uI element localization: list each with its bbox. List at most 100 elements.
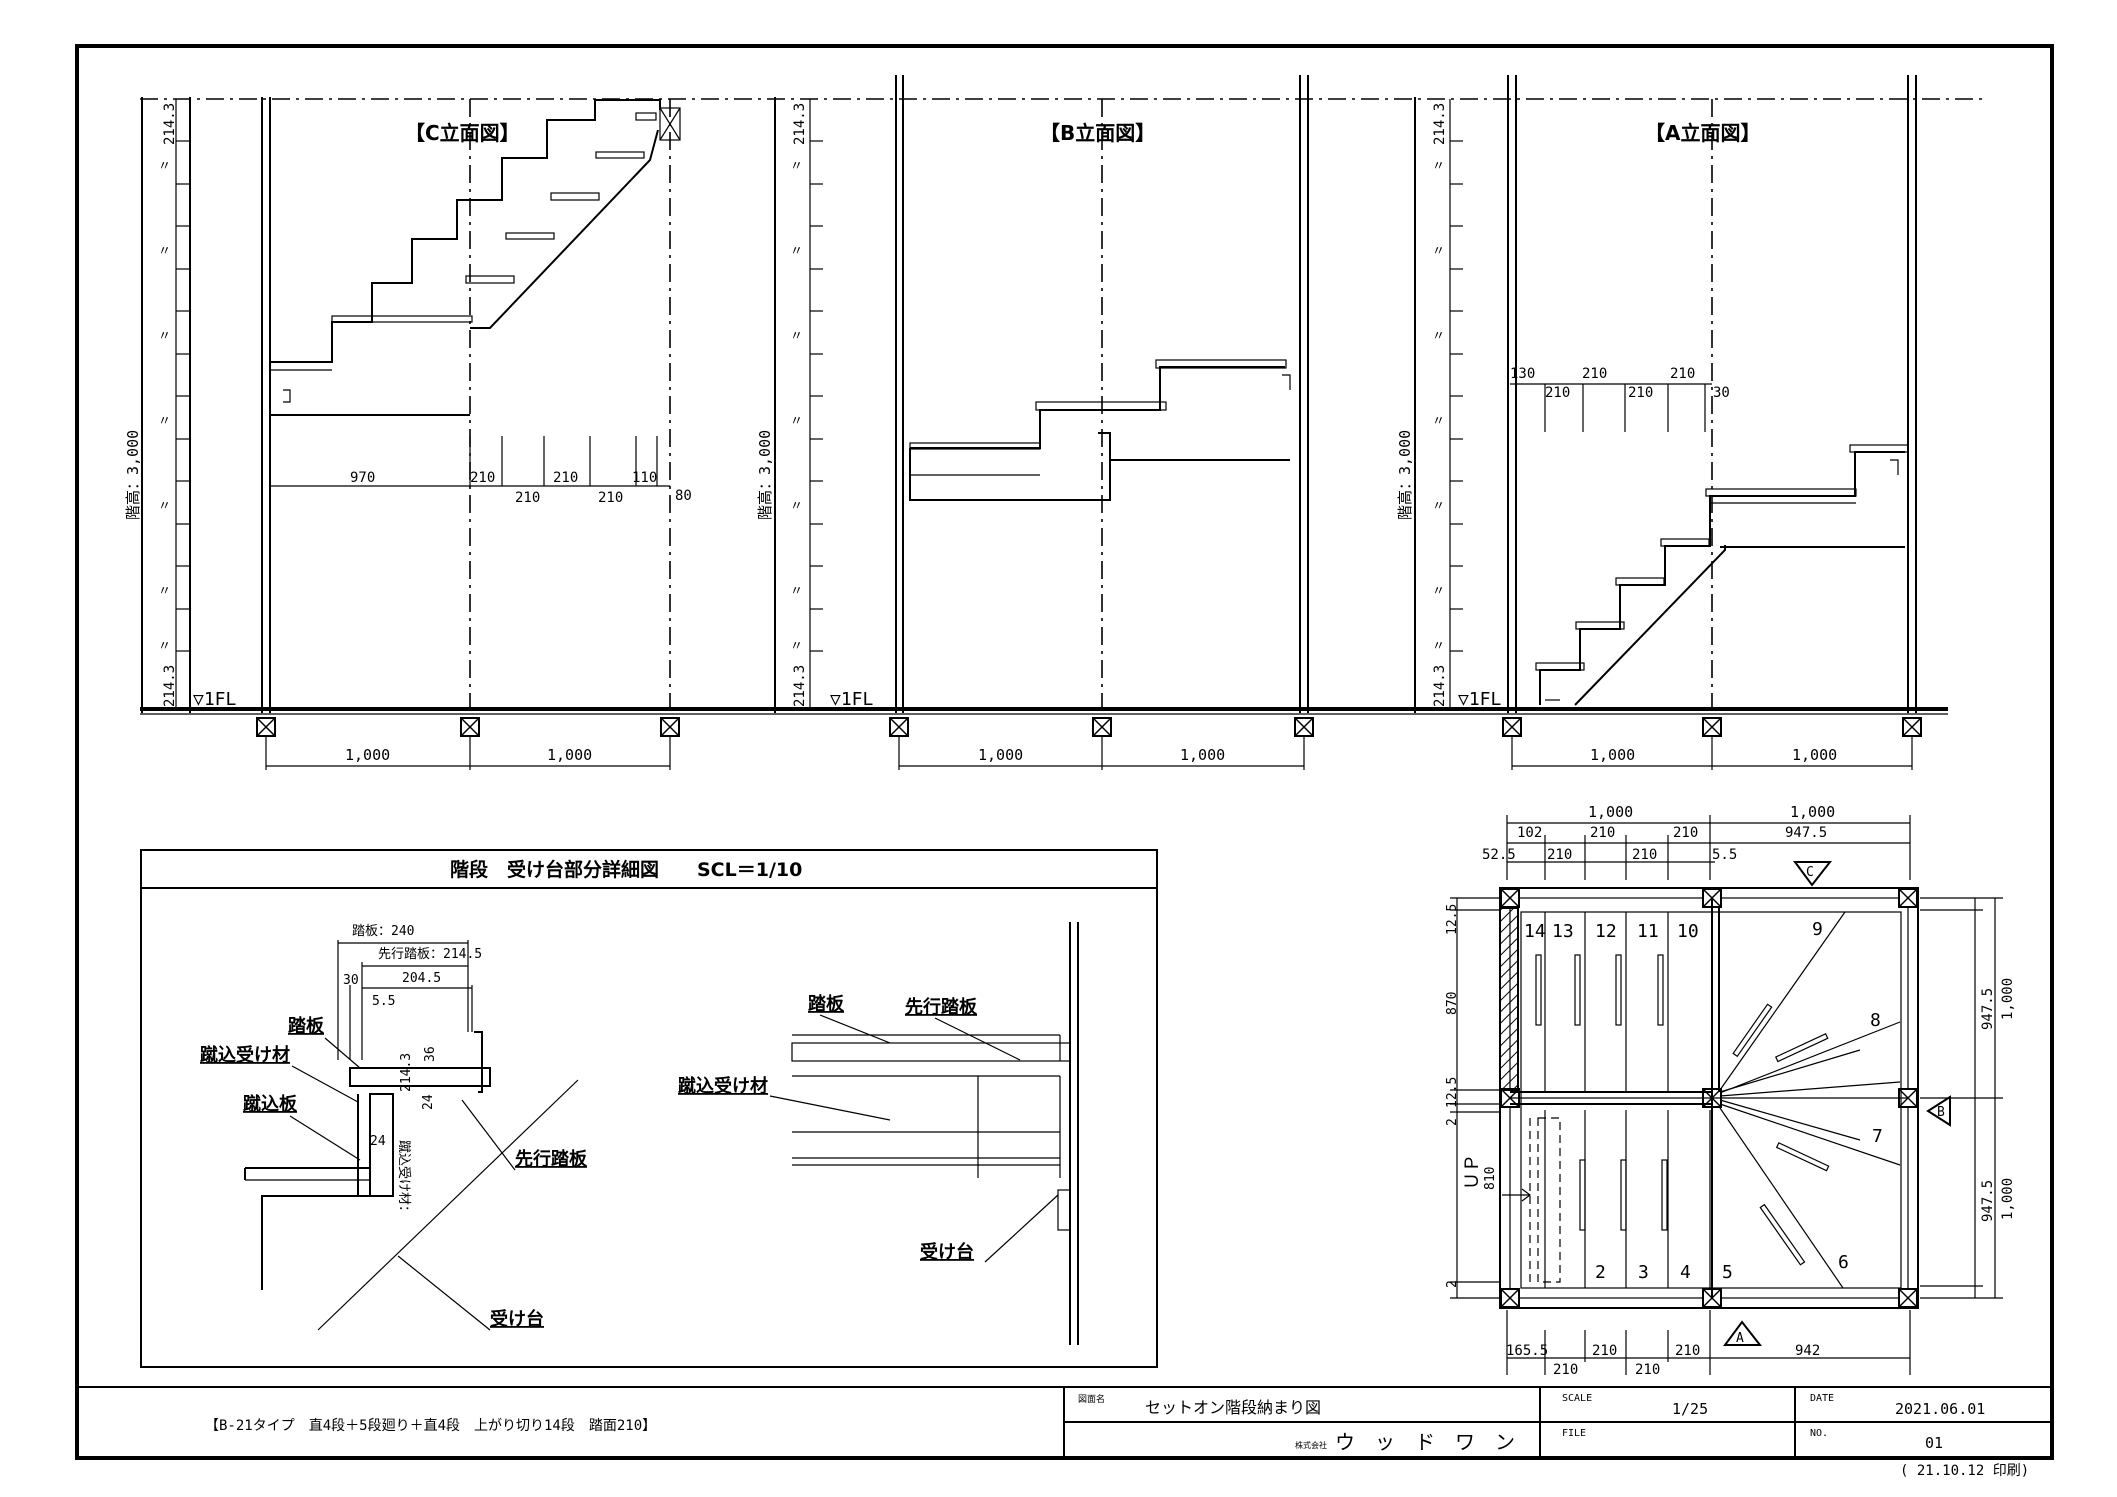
svg-text:210: 210 bbox=[1675, 1343, 1700, 1359]
label-support: 受け台 bbox=[490, 1308, 544, 1330]
svg-text:踏板: 踏板 bbox=[808, 993, 845, 1015]
svg-text:9: 9 bbox=[1812, 919, 1823, 940]
svg-text:214.3: 214.3 bbox=[792, 665, 808, 707]
svg-text:1,000: 1,000 bbox=[547, 746, 592, 764]
company-name: ウ ッ ド ワ ン bbox=[1335, 1430, 1515, 1454]
svg-text:204.5: 204.5 bbox=[402, 971, 441, 986]
svg-text:B: B bbox=[1937, 1105, 1945, 1120]
svg-text:102: 102 bbox=[1517, 825, 1542, 841]
svg-text:210: 210 bbox=[1553, 1362, 1578, 1378]
elevation-a-title: 【A立面図】 bbox=[1645, 121, 1760, 145]
riser-height-top: 214.3 bbox=[162, 103, 178, 145]
elevation-c: 214.3 214.3 〃〃 〃〃 〃〃 〃 階高：3,000 ▽1FL bbox=[124, 97, 692, 770]
svg-text:先行踏板: 先行踏板 bbox=[905, 996, 978, 1018]
svg-text:〃: 〃 bbox=[1432, 639, 1445, 654]
svg-text:13: 13 bbox=[1552, 921, 1574, 942]
svg-text:1,000: 1,000 bbox=[2000, 1178, 2016, 1220]
drawing-name: セットオン階段納まり図 bbox=[1145, 1398, 1321, 1417]
label-tread: 踏板 bbox=[288, 1015, 325, 1037]
svg-text:210: 210 bbox=[553, 470, 578, 486]
floor-height-label: 階高：3,000 bbox=[124, 430, 142, 520]
svg-text:214.3: 214.3 bbox=[792, 103, 808, 145]
svg-text:210: 210 bbox=[1547, 847, 1572, 863]
up-label: ＵＰ bbox=[1462, 1154, 1483, 1190]
svg-text:2: 2 bbox=[1595, 1262, 1606, 1283]
svg-text:214.3: 214.3 bbox=[399, 1053, 414, 1092]
svg-text:〃: 〃 bbox=[1432, 499, 1445, 514]
riser-height-bottom: 214.3 bbox=[162, 665, 178, 707]
svg-text:〃: 〃 bbox=[158, 639, 171, 654]
label-riser-receiver: 蹴込受け材 bbox=[200, 1044, 290, 1066]
svg-text:214.3: 214.3 bbox=[1432, 103, 1448, 145]
svg-text:受け台: 受け台 bbox=[920, 1241, 974, 1263]
svg-text:210: 210 bbox=[1628, 385, 1653, 401]
svg-text:210: 210 bbox=[1632, 847, 1657, 863]
svg-text:36: 36 bbox=[423, 1046, 438, 1062]
svg-text:5.5: 5.5 bbox=[372, 994, 395, 1009]
svg-text:1,000: 1,000 bbox=[1590, 746, 1635, 764]
svg-text:1,000: 1,000 bbox=[978, 746, 1023, 764]
svg-text:図面名: 図面名 bbox=[1078, 1393, 1105, 1405]
svg-text:80: 80 bbox=[675, 488, 692, 504]
svg-text:C: C bbox=[1806, 865, 1814, 880]
date-value: 2021.06.01 bbox=[1895, 1400, 1985, 1418]
stair-type-description: 【B-21タイプ 直4段＋5段廻り＋直4段 上がり切り14段 踏面210】 bbox=[205, 1417, 656, 1434]
svg-text:165.5: 165.5 bbox=[1506, 1343, 1548, 1359]
svg-text:▽1FL: ▽1FL bbox=[830, 689, 874, 710]
svg-text:11: 11 bbox=[1637, 921, 1659, 942]
svg-text:〃: 〃 bbox=[158, 159, 171, 174]
elevation-b: 214.3 214.3 〃〃 〃〃 〃〃 〃 階高：3,000 ▽1FL 【B立… bbox=[756, 75, 1314, 770]
svg-text:30: 30 bbox=[343, 973, 359, 988]
svg-text:〃: 〃 bbox=[158, 244, 171, 259]
svg-text:8: 8 bbox=[1870, 1010, 1881, 1031]
svg-text:210: 210 bbox=[515, 490, 540, 506]
svg-text:A: A bbox=[1736, 1331, 1744, 1346]
svg-text:〃: 〃 bbox=[158, 414, 171, 429]
svg-text:12.5: 12.5 bbox=[1445, 1077, 1460, 1108]
fl-label: ▽1FL bbox=[193, 689, 237, 710]
svg-text:▽1FL: ▽1FL bbox=[1458, 689, 1502, 710]
detail-section: 階段 受け台部分詳細図 SCL＝1/10 踏板：240 先行踏板：214.5 3… bbox=[140, 849, 1158, 1368]
drawing-number: 01 bbox=[1925, 1434, 1943, 1452]
svg-text:SCALE: SCALE bbox=[1562, 1393, 1592, 1404]
svg-text:210: 210 bbox=[1592, 1343, 1617, 1359]
svg-text:階高：3,000: 階高：3,000 bbox=[756, 430, 774, 520]
svg-text:DATE: DATE bbox=[1810, 1393, 1834, 1404]
svg-text:210: 210 bbox=[1590, 825, 1615, 841]
svg-text:〃: 〃 bbox=[1432, 414, 1445, 429]
svg-text:1,000: 1,000 bbox=[1588, 803, 1633, 821]
svg-text:蹴込受け材：: 蹴込受け材： bbox=[396, 1140, 411, 1218]
svg-text:130: 130 bbox=[1510, 366, 1535, 382]
svg-text:52.5: 52.5 bbox=[1482, 847, 1516, 863]
scale-value: 1/25 bbox=[1672, 1400, 1708, 1418]
svg-text:〃: 〃 bbox=[1432, 159, 1445, 174]
svg-text:210: 210 bbox=[470, 470, 495, 486]
svg-text:2: 2 bbox=[1445, 1280, 1460, 1288]
svg-text:1,000: 1,000 bbox=[1792, 746, 1837, 764]
svg-text:NO.: NO. bbox=[1810, 1428, 1828, 1439]
svg-text:24: 24 bbox=[421, 1094, 436, 1110]
svg-text:〃: 〃 bbox=[790, 499, 803, 514]
svg-text:1,000: 1,000 bbox=[2000, 978, 2016, 1020]
svg-text:FILE: FILE bbox=[1562, 1428, 1586, 1439]
svg-text:〃: 〃 bbox=[790, 244, 803, 259]
svg-text:942: 942 bbox=[1795, 1343, 1820, 1359]
svg-text:〃: 〃 bbox=[158, 584, 171, 599]
svg-text:10: 10 bbox=[1677, 921, 1699, 942]
svg-text:蹴込受け材: 蹴込受け材 bbox=[678, 1075, 768, 1097]
svg-text:210: 210 bbox=[598, 490, 623, 506]
svg-text:〃: 〃 bbox=[790, 639, 803, 654]
svg-text:〃: 〃 bbox=[158, 329, 171, 344]
svg-text:947.5: 947.5 bbox=[1980, 1180, 1996, 1222]
svg-text:2: 2 bbox=[1445, 1118, 1460, 1126]
svg-text:〃: 〃 bbox=[1432, 329, 1445, 344]
svg-text:210: 210 bbox=[1635, 1362, 1660, 1378]
svg-text:〃: 〃 bbox=[790, 414, 803, 429]
svg-text:5.5: 5.5 bbox=[1712, 847, 1737, 863]
svg-text:〃: 〃 bbox=[158, 499, 171, 514]
svg-text:1,000: 1,000 bbox=[345, 746, 390, 764]
svg-text:〃: 〃 bbox=[1432, 244, 1445, 259]
label-riser-board: 蹴込板 bbox=[243, 1093, 298, 1115]
svg-text:14: 14 bbox=[1524, 921, 1546, 942]
